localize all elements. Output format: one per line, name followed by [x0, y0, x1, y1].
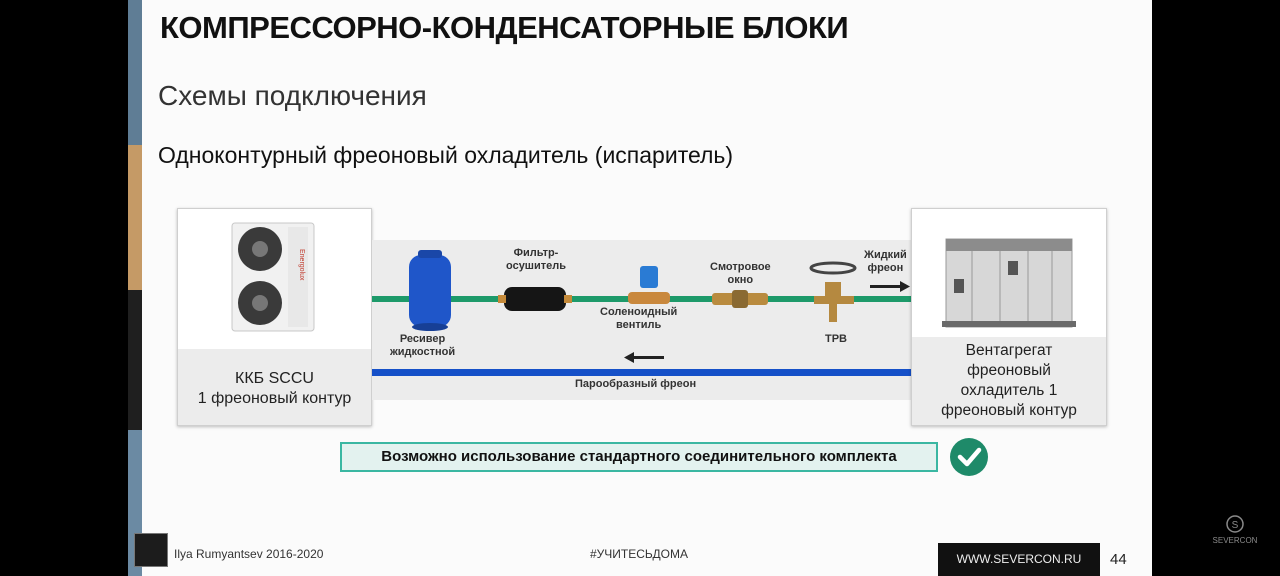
air-handling-unit-caption: Вентагрегат фреоновый охладитель 1 фреон…: [912, 337, 1106, 425]
severcon-logo-icon: S: [1226, 515, 1244, 533]
air-handling-unit-image: [942, 238, 1076, 328]
vapor-line: [372, 369, 912, 376]
vapor-freon-label: Парообразный фреон: [575, 378, 697, 390]
slide-subtitle: Схемы подключения: [158, 80, 427, 111]
accent-stripe-tan: [128, 145, 142, 290]
brand-label: Energolux: [298, 249, 305, 281]
condensing-unit-image: Energolux: [231, 222, 315, 332]
caption-line: 1 фреоновый контур: [197, 390, 352, 407]
footer-website[interactable]: WWW.SEVERCON.RU: [938, 543, 1100, 576]
footer-author: Ilya Rumyantsev 2016-2020: [174, 547, 324, 561]
expansion-valve-label: ТРВ: [825, 333, 847, 345]
slide: КОМПРЕССОРНО-КОНДЕНСАТОРНЫЕ БЛОКИ Схемы …: [128, 0, 1152, 576]
caption-line: Вентагрегат: [965, 342, 1053, 359]
air-handling-unit-panel: Вентагрегат фреоновый охладитель 1 фреон…: [911, 208, 1107, 426]
slide-title: КОМПРЕССОРНО-КОНДЕНСАТОРНЫЕ БЛОКИ: [160, 10, 849, 45]
caption-line: ККБ SCCU: [235, 370, 314, 387]
caption-line: охладитель 1: [960, 382, 1058, 399]
logo-icon: [134, 533, 168, 567]
condensing-unit-caption: ККБ SCCU 1 фреоновый контур: [178, 349, 371, 425]
check-circle-icon: [950, 438, 988, 476]
watermark-text: SEVERCON: [1212, 536, 1258, 545]
standard-kit-banner: Возможно использование стандартного соед…: [340, 442, 938, 472]
footer-hashtag: #УЧИТЕСЬДОМА: [590, 547, 688, 561]
severcon-watermark: S SEVERCON: [1207, 514, 1263, 554]
liquid-line: [372, 296, 912, 302]
page-number: 44: [1110, 551, 1127, 568]
caption-line: фреоновый: [967, 362, 1051, 379]
caption-line: фреоновый контур: [941, 402, 1077, 419]
accent-stripe-blue: [128, 0, 142, 145]
accent-stripe-dark: [128, 290, 142, 430]
filter-drier-label: Фильтр-осушитель: [506, 247, 566, 272]
condensing-unit-panel: Energolux ККБ SCCU 1 фреоновый контур: [177, 208, 372, 426]
slide-heading: Одноконтурный фреоновый охладитель (испа…: [158, 142, 734, 168]
svg-text:S: S: [1232, 520, 1239, 531]
